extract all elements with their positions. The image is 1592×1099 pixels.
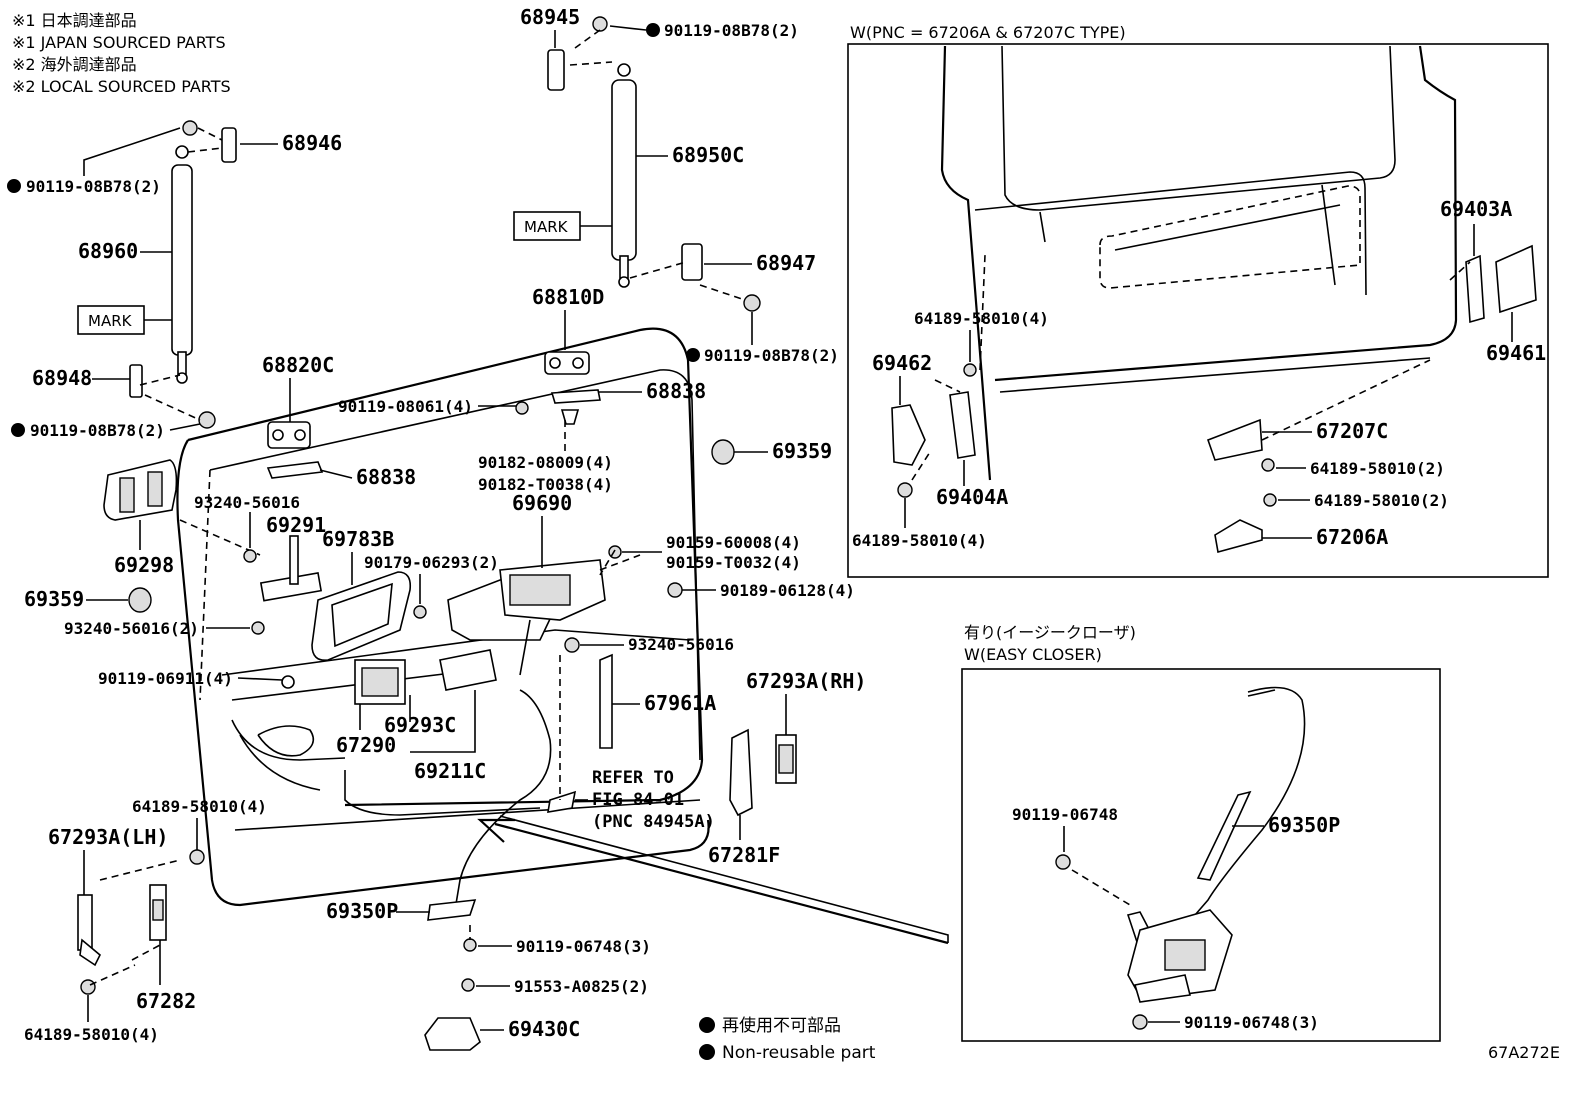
label-64189-58010-b: 64189-58010(4) — [24, 1025, 159, 1044]
non-reusable-dot — [11, 423, 25, 437]
label-90189-06128: 90189-06128(4) — [720, 581, 855, 600]
label-69461: 69461 — [1486, 341, 1546, 365]
legend-label-en: Non-reusable part — [722, 1043, 876, 1063]
refer-line-1: REFER TO — [592, 768, 674, 788]
label-64189-58010-inset-bl: 64189-58010(4) — [852, 531, 987, 550]
note-local-en: ※2 LOCAL SOURCED PARTS — [12, 77, 231, 96]
label-68838-right: 68838 — [646, 379, 706, 403]
label-68838-left: 68838 — [356, 465, 416, 489]
label-90119-08B78-mid: 90119-08B78(2) — [704, 346, 839, 365]
label-69783B: 69783B — [322, 527, 394, 551]
label-68947: 68947 — [756, 251, 816, 275]
label-68945: 68945 — [520, 5, 580, 29]
non-reusable-dot — [7, 179, 21, 193]
label-67206A: 67206A — [1316, 525, 1388, 549]
non-reusable-dot — [686, 348, 700, 362]
mark-label: MARK — [88, 312, 133, 330]
label-68960: 68960 — [78, 239, 138, 263]
inset-easy-closer: 有り(イージークローザ) W(EASY CLOSER) 90119-06748 … — [961, 623, 1441, 1042]
label-90119-08B78-top: 90119-08B78(2) — [664, 21, 799, 40]
gas-strut-68950C — [611, 63, 637, 288]
label-90119-08B78-left: 90119-08B78(2) — [26, 177, 161, 196]
legend: 再使用不可部品 Non-reusable part — [699, 1015, 876, 1063]
label-69211C: 69211C — [414, 759, 486, 783]
note-marks: 90159-60008(4) 90159-T0032(4) — [622, 533, 801, 572]
label-69359-right: 69359 — [772, 439, 832, 463]
label-67961A: 67961A — [644, 691, 716, 715]
refer-line-2: FIG 84-01 — [592, 790, 684, 810]
label-90159-T0032: 90159-T0032(4) — [666, 553, 801, 572]
figure-code: 67A272E — [1488, 1043, 1560, 1062]
label-67281F: 67281F — [708, 843, 780, 867]
label-69293C: 69293C — [384, 713, 456, 737]
inset-w-type: W(PNC = 67206A & 67207C TYPE) 69403A 641… — [847, 23, 1549, 578]
label-90119-08B78-bl: 90119-08B78(2) — [30, 421, 165, 440]
label-67207C: 67207C — [1316, 419, 1388, 443]
label-67293A-RH: 67293A(RH) — [746, 669, 866, 693]
easy-closer-title-en: W(EASY CLOSER) — [964, 645, 1102, 664]
legend-label-jp: 再使用不可部品 — [722, 1015, 841, 1036]
label-67293A-LH: 67293A(LH) — [48, 825, 168, 849]
label-90119-08061: 90119-08061(4) — [338, 397, 473, 416]
label-64189-58010-inset-2a: 64189-58010(2) — [1310, 459, 1445, 478]
label-69404A: 69404A — [936, 485, 1008, 509]
label-69359-left: 69359 — [24, 587, 84, 611]
label-68820C: 68820C — [262, 353, 334, 377]
label-90119-06911: 90119-06911(4) — [98, 669, 233, 688]
gas-strut-68960 — [171, 145, 193, 384]
sourcing-notes: ※1 日本調達部品 ※1 JAPAN SOURCED PARTS ※2 海外調達… — [12, 11, 231, 96]
note-japan-en: ※1 JAPAN SOURCED PARTS — [12, 33, 226, 52]
note-local-jp: ※2 海外調達部品 — [12, 55, 137, 74]
label-90119-06748-3-closer: 90119-06748(3) — [1184, 1013, 1319, 1032]
label-93240-56016-c: 93240-56016 — [628, 635, 734, 654]
easy-closer-title-jp: 有り(イージークローザ) — [964, 623, 1136, 642]
label-69350P-closer: 69350P — [1268, 813, 1340, 837]
label-90182-T0038: 90182-T0038(4) — [478, 475, 613, 494]
inset-w-type-title: W(PNC = 67206A & 67207C TYPE) — [850, 23, 1126, 42]
label-68948: 68948 — [32, 366, 92, 390]
label-90182-08009: 90182-08009(4) — [478, 453, 613, 472]
label-91553-A0825: 91553-A0825(2) — [514, 977, 649, 996]
label-90159-60008: 90159-60008(4) — [666, 533, 801, 552]
label-69403A: 69403A — [1440, 197, 1512, 221]
label-90179-06293: 90179-06293(2) — [364, 553, 499, 572]
mark-callout-right: MARK — [513, 211, 612, 241]
label-90119-06748-main: 90119-06748(3) — [516, 937, 651, 956]
note-japan-jp: ※1 日本調達部品 — [12, 11, 137, 30]
hinges — [266, 351, 601, 479]
mark-callout-left: MARK — [77, 305, 172, 335]
back-door-panel — [176, 327, 710, 907]
label-93240-56016-b: 93240-56016(2) — [64, 619, 199, 638]
label-69291: 69291 — [266, 513, 326, 537]
label-64189-58010-a: 64189-58010(4) — [132, 797, 267, 816]
refer-line-3: (PNC 84945A) — [592, 812, 715, 832]
label-69350P-main: 69350P — [326, 899, 398, 923]
pointer-arrow — [477, 818, 949, 945]
mark-label: MARK — [524, 218, 569, 236]
stopper-69359-right — [711, 439, 735, 465]
label-68810D: 68810D — [532, 285, 604, 309]
label-69690: 69690 — [512, 491, 572, 515]
label-93240-56016-a: 93240-56016 — [194, 493, 300, 512]
label-69298: 69298 — [114, 553, 174, 577]
stopper-69359-left — [128, 587, 152, 613]
label-67282: 67282 — [136, 989, 196, 1013]
strut-brackets — [129, 16, 761, 429]
lower-left-parts — [77, 728, 797, 1051]
refer-note: REFER TO FIG 84-01 (PNC 84945A) — [575, 768, 715, 832]
label-68950C: 68950C — [672, 143, 744, 167]
striker-69298 — [103, 459, 178, 521]
label-64189-58010-inset-2b: 64189-58010(2) — [1314, 491, 1449, 510]
label-69462: 69462 — [872, 351, 932, 375]
label-68946: 68946 — [282, 131, 342, 155]
label-69430C: 69430C — [508, 1017, 580, 1041]
label-67290: 67290 — [336, 733, 396, 757]
label-90119-06748-closer: 90119-06748 — [1012, 805, 1118, 824]
door-components — [243, 535, 683, 921]
label-64189-58010-inset-top: 64189-58010(4) — [914, 309, 1049, 328]
non-reusable-dot — [646, 23, 660, 37]
